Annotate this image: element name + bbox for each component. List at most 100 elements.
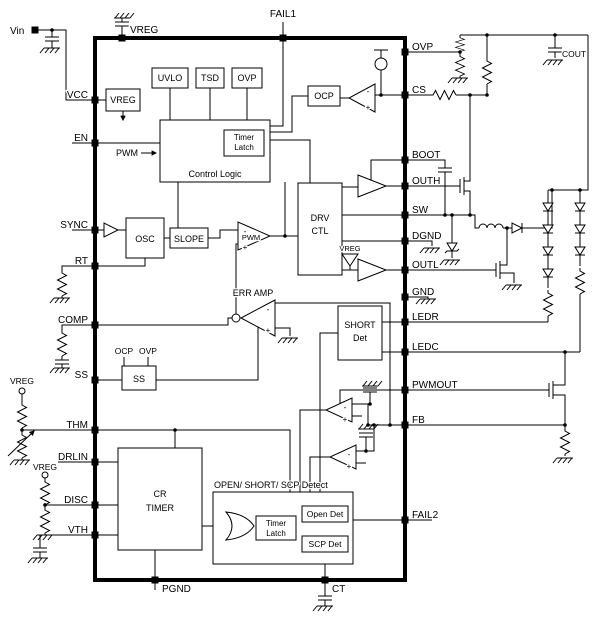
block-open-det bbox=[301, 505, 349, 523]
pin-comp bbox=[91, 321, 99, 329]
pin-label-sw: SW bbox=[412, 205, 429, 216]
led bbox=[542, 221, 554, 245]
sign-minus: - bbox=[267, 305, 270, 314]
pin-label-vcc: VCC bbox=[67, 90, 88, 101]
diode bbox=[511, 222, 524, 234]
pin-label-thm: THM bbox=[66, 420, 88, 431]
label-ctl: CTL bbox=[311, 226, 328, 236]
pin-label-disc: DISC bbox=[64, 495, 88, 506]
ground-symbol bbox=[49, 297, 71, 304]
resistor bbox=[57, 329, 67, 357]
resistor bbox=[560, 427, 570, 455]
pin-vcc bbox=[91, 96, 99, 104]
pin-label-ss: SS bbox=[75, 370, 89, 381]
outh-driver bbox=[357, 174, 388, 198]
wiring-left-external bbox=[7, 142, 334, 612]
ground-symbol bbox=[113, 12, 135, 19]
pin-label-outh: OUTH bbox=[412, 176, 440, 187]
block-tsd bbox=[195, 67, 225, 89]
or-gate bbox=[224, 511, 255, 541]
pin-ovp bbox=[401, 48, 409, 56]
pin-ledr bbox=[401, 318, 409, 326]
block-ocp bbox=[307, 85, 341, 107]
label-uvlo: UVLO bbox=[158, 73, 183, 83]
resistor bbox=[575, 267, 585, 295]
pin-label-vin: Vin bbox=[10, 26, 24, 37]
thermistor-arrow bbox=[7, 430, 35, 457]
pin-sw bbox=[401, 211, 409, 219]
pin-fail1 bbox=[279, 34, 287, 42]
label-tsd: TSD bbox=[201, 73, 220, 83]
label-slope: SLOPE bbox=[174, 234, 204, 244]
sign-plus: + bbox=[366, 103, 371, 112]
err-amp-node bbox=[231, 313, 241, 323]
capacitor bbox=[358, 432, 374, 438]
pin-outh bbox=[401, 182, 409, 190]
pin-label-pwmout: PWMOUT bbox=[412, 380, 458, 391]
block-scp-det bbox=[301, 535, 349, 553]
label-latch-2: Latch bbox=[266, 529, 286, 538]
bootstrap-capacitor bbox=[437, 167, 453, 173]
label-pwm-in: PWM bbox=[116, 148, 138, 158]
label-short-det: Det bbox=[353, 333, 368, 343]
vreg-driver-symbol bbox=[341, 253, 359, 267]
resistor bbox=[455, 35, 465, 53]
pin-pgnd bbox=[151, 576, 159, 584]
resistor bbox=[57, 269, 67, 297]
ground-symbol bbox=[361, 380, 383, 387]
label-ovp-ss: OVP bbox=[139, 346, 157, 356]
cout-capacitor bbox=[547, 47, 563, 53]
error-amplifier bbox=[239, 299, 276, 337]
ground-symbol bbox=[447, 77, 469, 84]
pin-vreg-top bbox=[118, 34, 126, 42]
sign-plus: + bbox=[347, 462, 352, 471]
capacitor bbox=[44, 36, 60, 42]
pin-label-ovp: OVP bbox=[412, 42, 433, 53]
ground-symbol bbox=[277, 337, 299, 344]
pin-label-fail2: FAIL2 bbox=[412, 510, 439, 521]
pin-label-comp: COMP bbox=[58, 315, 88, 326]
label-ovp-block: OVP bbox=[237, 73, 256, 83]
pwm-comparator bbox=[237, 221, 272, 251]
ground-symbol bbox=[542, 59, 564, 66]
labels: Vin VREG FAIL1 VCC EN SYNC RT COMP SS TH… bbox=[9, 8, 588, 597]
capacitor bbox=[54, 359, 70, 365]
sign-minus: - bbox=[348, 450, 351, 459]
pin-thm bbox=[91, 426, 99, 434]
sync-buffer bbox=[103, 222, 120, 238]
pin-vin bbox=[31, 26, 39, 34]
block-cr-timer bbox=[117, 447, 203, 551]
resistor bbox=[17, 401, 27, 429]
ground-symbol bbox=[312, 605, 334, 612]
pin-label-fb: FB bbox=[412, 415, 425, 426]
pin-label-fail1: FAIL1 bbox=[270, 9, 297, 20]
label-ocp-block: OCP bbox=[314, 91, 334, 101]
sign-plus: + bbox=[243, 243, 248, 252]
led bbox=[542, 265, 554, 289]
label-timer-cr: TIMER bbox=[146, 503, 174, 513]
pin-label-rt: RT bbox=[75, 256, 88, 267]
pin-drlin bbox=[91, 458, 99, 466]
label-scp-det: SCP Det bbox=[309, 539, 343, 549]
label-short: SHORT bbox=[344, 320, 376, 330]
pin-ss bbox=[91, 376, 99, 384]
pin-ledc bbox=[401, 348, 409, 356]
label-vreg-block: VREG bbox=[110, 95, 136, 105]
block-osc bbox=[125, 217, 165, 259]
pin-gnd bbox=[401, 293, 409, 301]
ground-symbol bbox=[39, 47, 61, 54]
label-ocp-ss: OCP bbox=[115, 346, 134, 356]
led bbox=[542, 243, 554, 267]
pin-dgnd bbox=[401, 237, 409, 245]
sign-plus: + bbox=[343, 415, 348, 424]
wiring-top-left bbox=[38, 12, 135, 101]
pin-label-ledr: LEDR bbox=[412, 312, 439, 323]
ground-symbol bbox=[439, 259, 461, 266]
pin-label-dgnd: DGND bbox=[412, 231, 441, 242]
label-open-det: Open Det bbox=[307, 509, 344, 519]
internal-blocks bbox=[103, 57, 388, 565]
block-short-det bbox=[337, 305, 383, 361]
label-drv: DRV bbox=[311, 213, 330, 223]
pin-label-gnd: GND bbox=[412, 287, 434, 298]
label-latch-1: Latch bbox=[234, 143, 254, 152]
